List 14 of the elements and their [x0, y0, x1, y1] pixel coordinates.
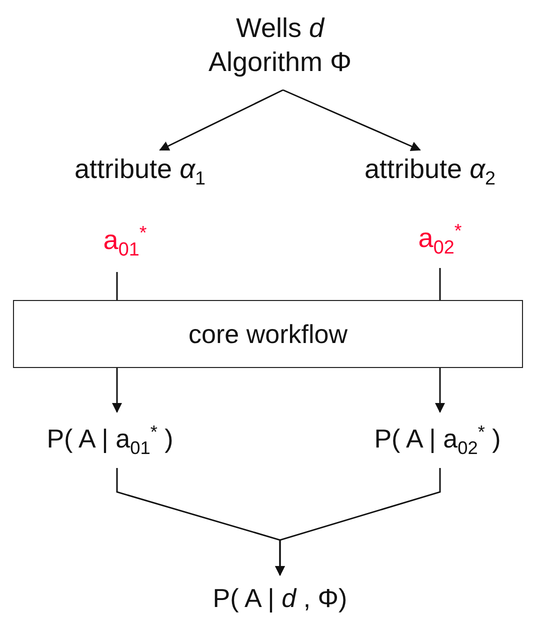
process-box — [13, 300, 523, 368]
arrow — [112, 368, 122, 413]
text-label: P( A | a$_{02}$$^{*}$ ) — [374, 420, 501, 460]
arrow — [435, 368, 445, 413]
text-label: P( A | d , Φ) — [212, 582, 348, 614]
arrow — [275, 468, 441, 576]
arrow — [159, 89, 284, 151]
text-label: attribute α$_{2}$ — [364, 152, 496, 191]
text-label: attribute α$_{1}$ — [74, 152, 206, 191]
text-label: P( A | a$_{01}$$^{*}$ ) — [46, 420, 174, 460]
text-label: Wells d — [236, 12, 324, 46]
box-label: core workflow — [188, 318, 348, 350]
text-label: Algorithm Φ — [208, 46, 352, 79]
arrow — [282, 89, 421, 151]
